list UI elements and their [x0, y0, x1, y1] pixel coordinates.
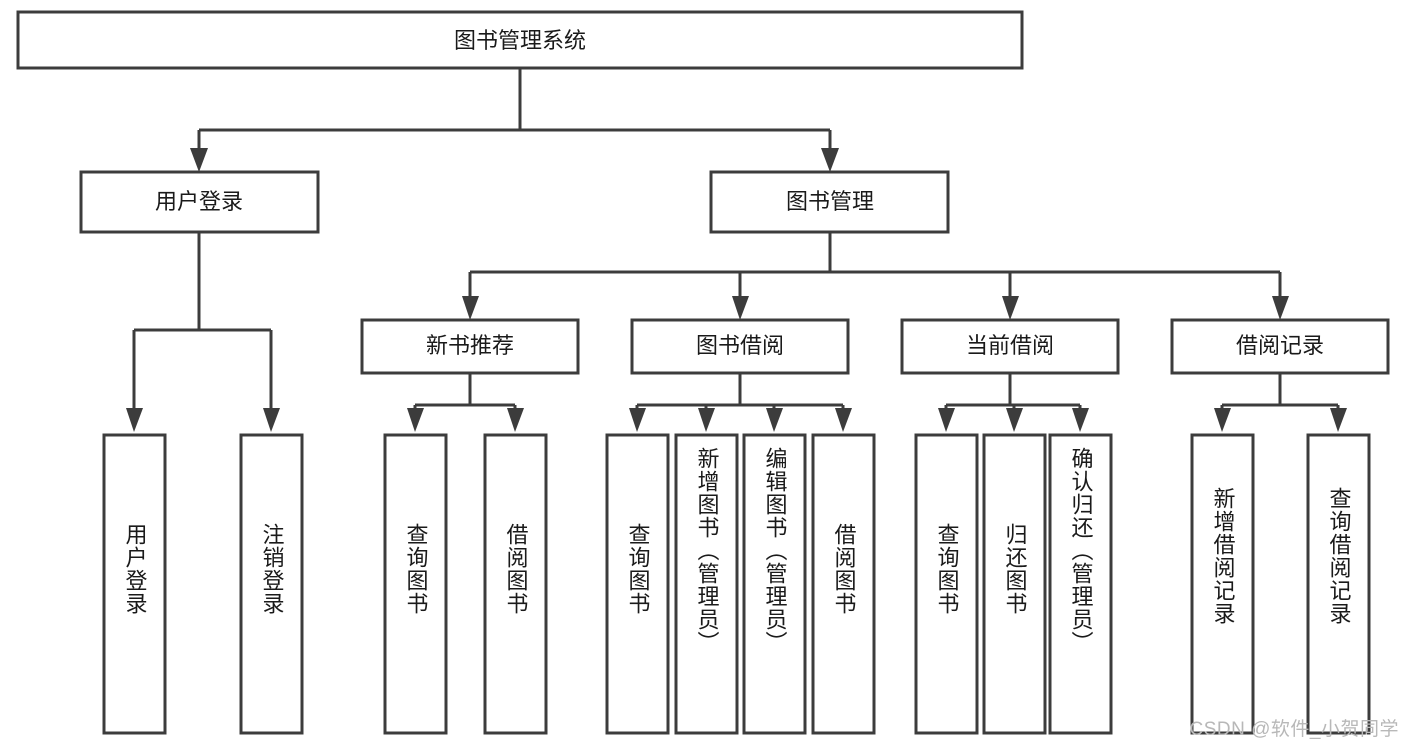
- arrow-head-borrow-record: [1272, 296, 1289, 320]
- leaf-box-query-book-2[interactable]: [605, 433, 670, 735]
- arrow-head-leaf-edit-book: [766, 408, 783, 432]
- arrow-head-leaf-borrow-book-1: [507, 408, 524, 432]
- leaf-box-add-book[interactable]: [674, 433, 739, 735]
- node-user-login-label: 用户登录: [155, 189, 243, 214]
- arrow-head-leaf-user-login: [126, 408, 143, 432]
- leaf-box-edit-book[interactable]: [742, 433, 807, 735]
- leaf-box-borrow-book-2[interactable]: [811, 433, 876, 735]
- csdn-watermark: CSDN @软件_小贺同学: [1189, 719, 1399, 740]
- node-borrow-record[interactable]: 借阅记录: [1170, 318, 1390, 375]
- arrow-head-leaf-add-book: [698, 408, 715, 432]
- node-root-box[interactable]: [16, 10, 1024, 70]
- connector-group-user-login: [126, 232, 280, 432]
- node-book-management-label: 图书管理: [786, 189, 874, 214]
- arrow-head-leaf-add-borrow-record: [1214, 408, 1231, 432]
- leaf-box-confirm-return[interactable]: [1048, 433, 1113, 735]
- arrow-head-leaf-borrow-book-2: [835, 408, 852, 432]
- leaf-box-user-login[interactable]: [102, 433, 167, 735]
- arrow-head-leaf-query-borrow-record: [1330, 408, 1347, 432]
- leaf-box-logout-login[interactable]: [239, 433, 304, 735]
- node-user-login-box[interactable]: [79, 170, 320, 234]
- connector-group-root: [190, 68, 839, 172]
- node-book-management[interactable]: 图书管理: [709, 170, 950, 234]
- arrow-head-leaf-query-book-1: [407, 408, 424, 432]
- node-user-login[interactable]: 用户登录: [79, 170, 320, 234]
- connector-group-borrow-record: [1214, 373, 1347, 432]
- node-borrow-record-label: 借阅记录: [1236, 333, 1324, 358]
- leaf-box-query-borrow-record[interactable]: [1306, 433, 1371, 735]
- leaf-box-add-borrow-record[interactable]: [1190, 433, 1255, 735]
- arrow-head-book-management: [821, 148, 839, 172]
- leaf-box-group: [102, 433, 1371, 735]
- leaf-box-return-book[interactable]: [982, 433, 1047, 735]
- node-book-borrow-box[interactable]: [630, 318, 850, 375]
- leaf-box-borrow-book-1[interactable]: [483, 433, 548, 735]
- node-current-borrow[interactable]: 当前借阅: [900, 318, 1120, 375]
- node-current-borrow-box[interactable]: [900, 318, 1120, 375]
- arrow-head-user-login: [190, 148, 208, 172]
- node-borrow-record-box[interactable]: [1170, 318, 1390, 375]
- node-book-management-box[interactable]: [709, 170, 950, 234]
- node-new-book-recommend[interactable]: 新书推荐: [360, 318, 580, 375]
- connector-group-new-book-recommend: [407, 373, 524, 432]
- arrow-head-leaf-query-book-2: [629, 408, 646, 432]
- connector-group-book-management: [462, 232, 1289, 320]
- connector-group-current-borrow: [938, 373, 1089, 432]
- node-new-book-recommend-label: 新书推荐: [426, 333, 514, 358]
- leaf-box-query-book-3[interactable]: [914, 433, 979, 735]
- arrow-head-current-borrow: [1002, 296, 1019, 320]
- node-root-label: 图书管理系统: [454, 28, 586, 53]
- leaf-box-query-book-1[interactable]: [383, 433, 448, 735]
- node-current-borrow-label: 当前借阅: [966, 333, 1054, 358]
- arrow-head-book-borrow: [732, 296, 749, 320]
- connector-group-book-borrow: [629, 373, 852, 432]
- arrow-head-leaf-confirm-return: [1072, 408, 1089, 432]
- node-new-book-recommend-box[interactable]: [360, 318, 580, 375]
- arrow-head-new-book-recommend: [462, 296, 479, 320]
- node-book-borrow[interactable]: 图书借阅: [630, 318, 850, 375]
- arrow-head-leaf-return-book: [1006, 408, 1023, 432]
- node-book-borrow-label: 图书借阅: [696, 333, 784, 358]
- arrow-head-leaf-logout-login: [263, 408, 280, 432]
- node-root[interactable]: 图书管理系统: [16, 10, 1024, 70]
- arrow-head-leaf-query-book-3: [938, 408, 955, 432]
